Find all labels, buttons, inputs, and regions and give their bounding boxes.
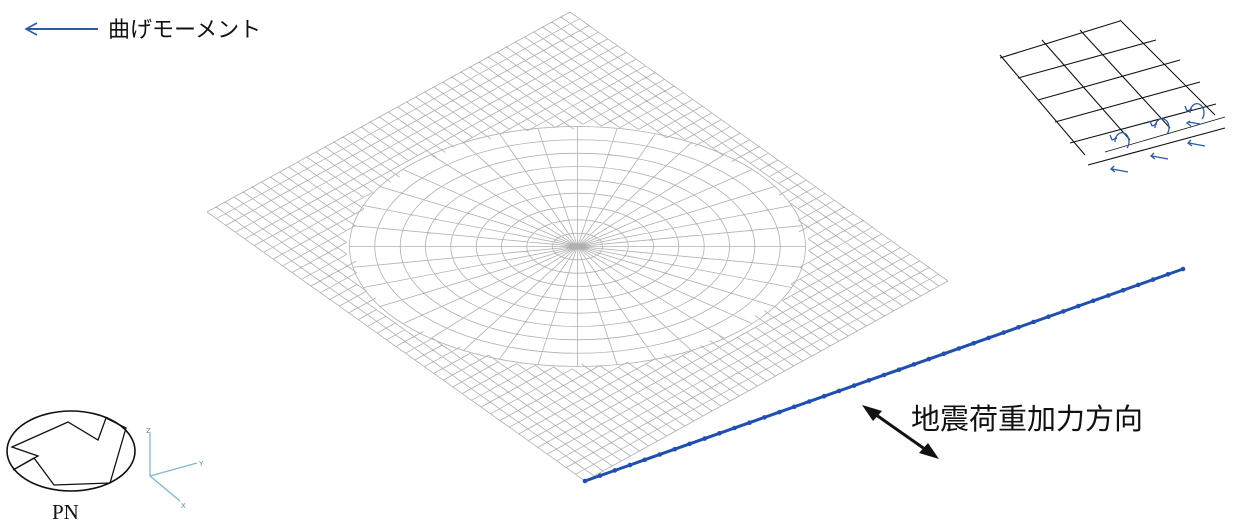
edge-node-marker [821, 393, 827, 399]
edge-node-marker [911, 362, 917, 367]
edge-node-marker [836, 388, 842, 394]
coordinate-axes-icon [149, 433, 198, 502]
edge-node-marker [866, 378, 872, 383]
edge-node-marker [1180, 266, 1186, 272]
edge-node-marker [1150, 277, 1156, 282]
edge-node-marker [851, 383, 857, 388]
axis-z-label: Z [146, 427, 151, 435]
edge-node-marker [1001, 330, 1006, 335]
edge-node-marker [672, 446, 677, 452]
edge-node-marker [971, 340, 976, 346]
edge-node-marker [1076, 303, 1081, 309]
load-direction-label: 地震荷重加力方向 [911, 402, 1144, 436]
edge-node-marker [732, 425, 737, 431]
mesh-grid-lines [206, 11, 949, 482]
moment-legend-label: 曲げモーメント [108, 18, 262, 43]
edge-node-marker [657, 452, 663, 457]
plant-outline-icon [6, 410, 136, 492]
edge-node-marker [941, 351, 947, 357]
edge-node-marker [956, 346, 962, 351]
edge-node-marker [1091, 298, 1096, 304]
radial-mesh-lines [349, 126, 806, 367]
edge-node-marker [1016, 325, 1021, 330]
axis-y-label: Y [198, 460, 204, 468]
moment-detail-inset-icon [999, 19, 1226, 166]
edge-node-marker [792, 404, 797, 410]
edge-node-marker [1061, 309, 1066, 314]
moment-legend-arrow-icon [24, 22, 98, 36]
moment-arrow-icons [1109, 103, 1206, 173]
edge-node-marker [896, 367, 902, 373]
edge-node-marker [1106, 293, 1111, 298]
edge-node-marker [597, 473, 603, 479]
edge-node-marker [627, 462, 633, 468]
plate-radial-mesh [349, 126, 806, 367]
edge-node-marker [747, 420, 752, 426]
axis-x-label: X [181, 502, 186, 510]
edge-node-marker [612, 468, 618, 473]
plate-mesh-grid [206, 11, 949, 482]
loaded-edge-line [582, 266, 1186, 484]
edge-node-marker [1046, 314, 1051, 320]
edge-node-marker [687, 441, 692, 447]
edge-node-marker [807, 399, 812, 404]
edge-node-marker [1135, 282, 1141, 288]
edge-node-marker [1031, 319, 1036, 325]
edge-node-marker [717, 431, 722, 436]
edge-node-marker [1165, 272, 1171, 277]
edge-node-marker [1120, 287, 1126, 293]
edge-node-marker [777, 409, 782, 415]
edge-node-marker [881, 372, 887, 378]
edge-node-marker [762, 415, 767, 420]
edge-node-marker [702, 436, 707, 441]
edge-node-marker [582, 478, 588, 484]
load-direction-arrow-icon [862, 405, 939, 459]
plant-label: PN [52, 500, 79, 524]
edge-node-marker [642, 457, 648, 463]
edge-node-marker [926, 356, 932, 362]
edge-node-marker [986, 335, 991, 341]
